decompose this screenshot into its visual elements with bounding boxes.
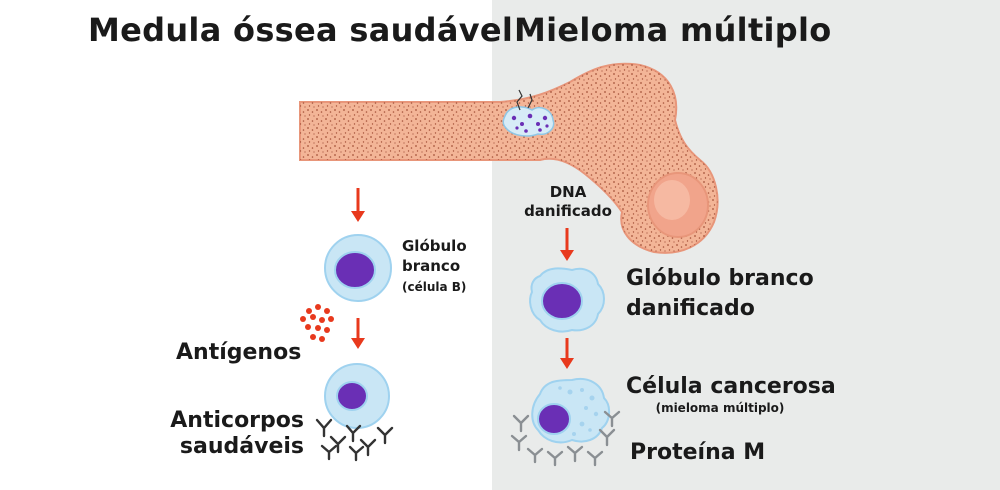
cancer-cell-nucleus: [537, 403, 571, 435]
healthy-antibodies: [315, 418, 394, 462]
m-protein-antibodies: [510, 410, 621, 467]
white-blood-cell: [324, 234, 392, 302]
wbc-label-line3: (célula B): [402, 280, 467, 294]
antibodies-label-line1: Anticorpos: [170, 408, 304, 433]
wbc-label-line2: branco: [402, 257, 461, 275]
damaged-wbc-label-line2: danificado: [626, 296, 755, 321]
healthy-plasma-cell: [324, 363, 390, 429]
arrow-damaged-to-cancer: [560, 338, 574, 369]
healthy-marrow-title: Medula óssea saudável: [88, 11, 514, 49]
arrow-wbc-to-plasma: [351, 318, 365, 349]
damaged-white-blood-cell: [529, 267, 605, 333]
protein-m-label: Proteína M: [630, 440, 766, 465]
bone-crack: [516, 89, 533, 111]
arrow-bone-to-wbc: [351, 188, 365, 222]
dna-label-line1: DNA: [549, 183, 587, 201]
bone-marrow-texture: [300, 63, 718, 253]
cancer-cell-sublabel: (mieloma múltiplo): [655, 401, 785, 415]
bone-illustration: [299, 62, 719, 254]
cancer-cell: [531, 378, 610, 444]
antibodies-label-line2: saudáveis: [179, 434, 304, 459]
damaged-wbc-nucleus: [541, 282, 583, 320]
wbc-nucleus: [334, 251, 376, 289]
antigens-cluster: [300, 304, 334, 342]
damaged-wbc-label-line1: Glóbulo branco: [626, 266, 814, 291]
tumor-lesion: [502, 106, 555, 137]
antigens-label: Antígenos: [176, 340, 302, 365]
plasma-nucleus: [336, 381, 368, 411]
multiple-myeloma-title: Mieloma múltiplo: [514, 11, 832, 49]
cancer-cell-label: Célula cancerosa: [626, 374, 836, 399]
tumor-cells: [511, 113, 549, 133]
arrow-dna-to-damaged-wbc: [560, 228, 574, 261]
wbc-label-line1: Glóbulo: [402, 237, 467, 255]
femur-head-highlight: [654, 180, 690, 220]
cancer-cell-speckles: [558, 386, 599, 436]
dna-label-line2: danificado: [524, 202, 612, 220]
